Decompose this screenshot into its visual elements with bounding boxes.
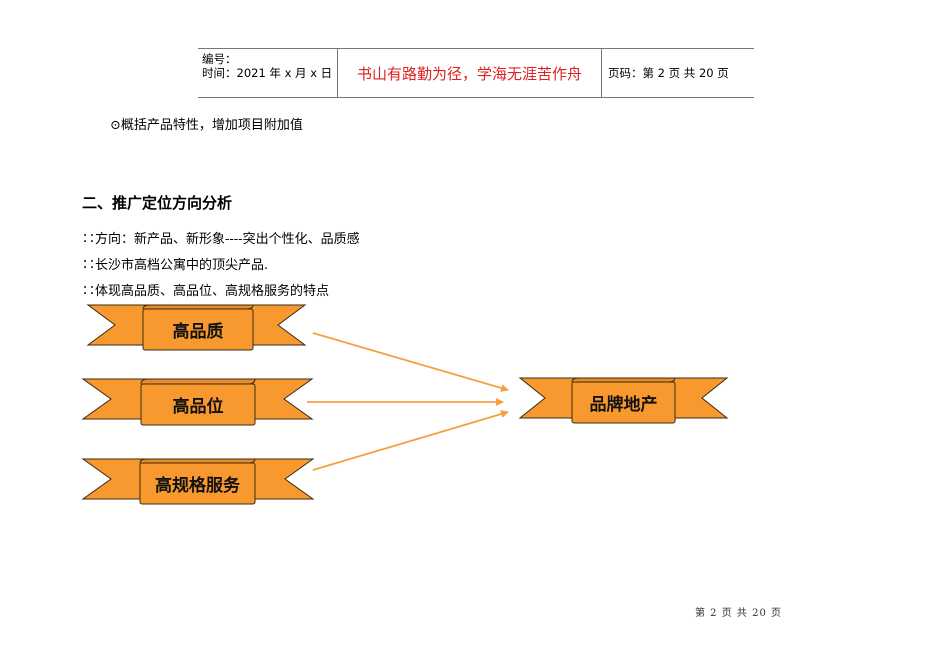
page-header-table: 编号： 时间：2021 年 x 月 x 日 书山有路勤为径，学海无涯苦作舟 页码…	[198, 48, 754, 98]
arrow-quality-to-brand	[312, 332, 509, 392]
ribbon-high-class	[81, 378, 314, 426]
point-features: ∷体现高品质、高品位、高规格服务的特点	[82, 284, 330, 299]
ribbon-label-high-service: 高规格服务	[155, 476, 240, 496]
header-meta-cell: 编号： 时间：2021 年 x 月 x 日	[198, 49, 338, 97]
ribbon-label-high-quality: 高品质	[172, 322, 224, 342]
point-direction: ∷方向：新产品、新形象----突出个性化、品质感	[82, 232, 360, 247]
section-title: 二、推广定位方向分析	[82, 194, 233, 212]
ribbon-high-quality	[86, 304, 307, 351]
header-page-info: 页码：第 2 页 共 20 页	[608, 66, 729, 80]
page-footer: 第 2 页 共 20 页	[695, 608, 782, 619]
ribbon-label-high-class: 高品位	[172, 397, 224, 417]
doc-time-label: 时间：2021 年 x 月 x 日	[202, 66, 333, 80]
ribbon-high-service	[81, 458, 315, 505]
bullet-line: ⊙概括产品特性，增加项目附加值	[110, 118, 303, 133]
header-motto: 书山有路勤为径，学海无涯苦作舟	[338, 49, 602, 97]
ribbon-label-brand-estate: 品牌地产	[589, 395, 658, 415]
arrow-service-to-brand	[312, 410, 509, 471]
ribbon-brand-estate	[518, 377, 729, 424]
doc-number-label: 编号：	[202, 52, 237, 66]
point-positioning: ∷长沙市高档公寓中的顶尖产品.	[82, 258, 269, 273]
